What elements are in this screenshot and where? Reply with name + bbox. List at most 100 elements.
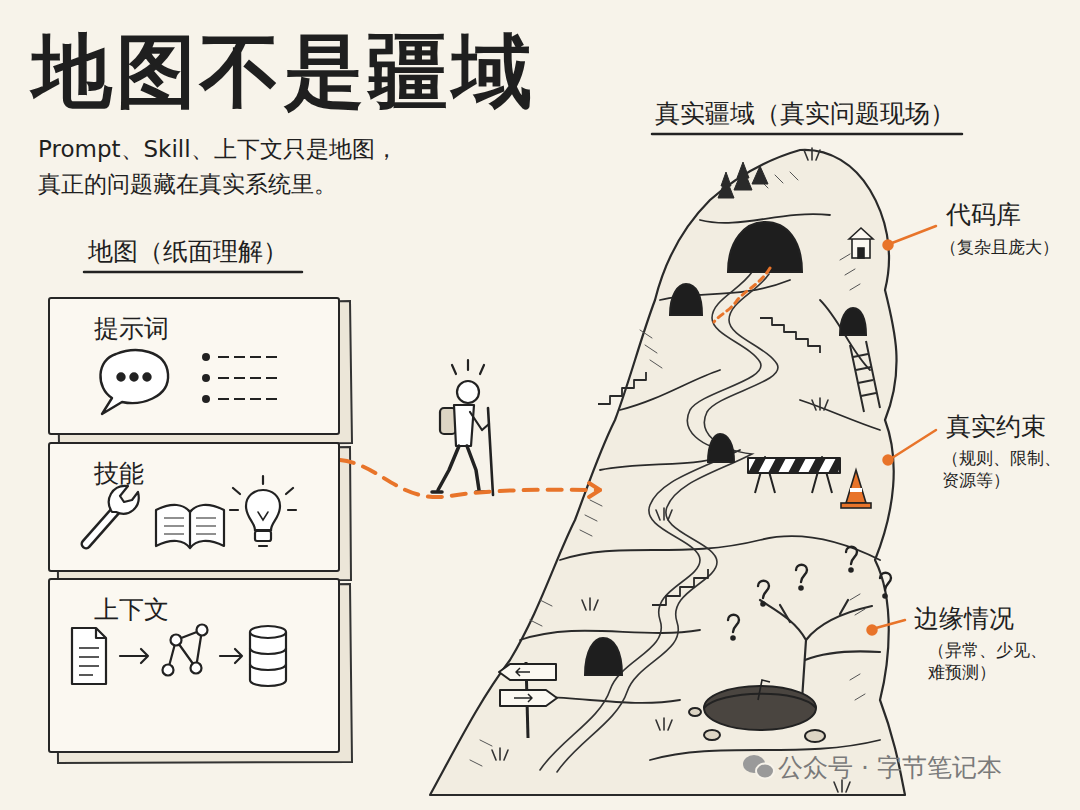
stairs-part bbox=[760, 318, 820, 353]
signpost bbox=[499, 662, 557, 738]
mountain-part-part bbox=[800, 400, 880, 430]
ladder-part bbox=[853, 354, 876, 396]
leader-line bbox=[868, 226, 937, 635]
book-icon-part bbox=[156, 505, 224, 548]
mountain bbox=[430, 150, 905, 795]
document-icon-part bbox=[72, 628, 106, 684]
arrow-head bbox=[589, 483, 600, 497]
book-icon bbox=[156, 505, 224, 548]
book-icon-part bbox=[164, 518, 216, 534]
question-mark-part-part bbox=[799, 586, 802, 589]
hiker-part bbox=[454, 405, 474, 446]
database-icon-part bbox=[250, 626, 286, 638]
grass-part bbox=[492, 748, 508, 760]
wrench-icon-part bbox=[86, 510, 116, 544]
heading-underline-part bbox=[652, 133, 962, 136]
question-mark-part-part bbox=[883, 594, 886, 597]
database-icon-part bbox=[250, 632, 286, 686]
speech-bubble-icon bbox=[100, 350, 168, 414]
question-mark-part-part bbox=[728, 615, 739, 632]
pine-tree-part bbox=[734, 162, 752, 190]
question-mark-part bbox=[880, 573, 891, 598]
heading-underline-part bbox=[84, 271, 302, 274]
traffic-cone-part bbox=[846, 470, 866, 503]
traffic-cone bbox=[841, 470, 871, 508]
hut-part bbox=[852, 238, 870, 258]
barrier-part bbox=[748, 458, 840, 473]
node-label: 提示词 bbox=[94, 313, 169, 344]
barrier-part bbox=[748, 458, 840, 473]
hiker-part bbox=[438, 446, 479, 490]
title-text: 地图不是疆域 bbox=[32, 26, 536, 118]
grass bbox=[492, 148, 850, 792]
tunnel-part bbox=[585, 638, 622, 675]
wrench-icon-part bbox=[109, 486, 139, 514]
pine-tree bbox=[718, 162, 768, 198]
mountain-part bbox=[470, 172, 865, 766]
hut bbox=[849, 228, 873, 258]
wechat-icon bbox=[743, 755, 774, 779]
mountain-part bbox=[500, 214, 880, 760]
stairs-part bbox=[598, 372, 646, 404]
wrench-icon-part bbox=[86, 510, 116, 544]
hut-part bbox=[858, 248, 864, 258]
tunnel-trail bbox=[714, 268, 770, 322]
question-mark-part-part bbox=[880, 573, 891, 590]
leader-line-part bbox=[892, 430, 936, 458]
crater-part bbox=[758, 680, 770, 700]
lightbulb-icon-part bbox=[246, 490, 280, 530]
speech-bubble-icon-part bbox=[100, 350, 168, 414]
speech-bubble-icon-part bbox=[144, 374, 151, 381]
callout-title: 代码库 bbox=[946, 199, 1021, 232]
lightbulb-icon-part bbox=[258, 512, 268, 520]
node-label: 真实疆域（真实问题现场） bbox=[655, 98, 955, 129]
map-card: 提示词 bbox=[48, 297, 340, 435]
question-mark bbox=[728, 547, 891, 640]
tunnel-part bbox=[708, 434, 734, 462]
territory-region: 真实疆域（真实问题现场） bbox=[600, 92, 1070, 792]
mountain-part-part bbox=[820, 300, 870, 370]
leader-line-part bbox=[884, 241, 893, 250]
leader-line-part bbox=[892, 226, 936, 243]
document-icon bbox=[72, 628, 106, 684]
ladder-part bbox=[850, 341, 880, 412]
network-icon-part bbox=[197, 625, 208, 636]
question-mark-part-part bbox=[758, 581, 769, 598]
flow-arrow-part bbox=[120, 649, 148, 663]
document-icon-part bbox=[79, 648, 99, 675]
hiker-part bbox=[470, 412, 489, 430]
mountain-part-part bbox=[470, 600, 552, 766]
mountain-part-part bbox=[620, 370, 720, 410]
network-icon bbox=[163, 625, 208, 676]
wrench-icon bbox=[86, 486, 139, 544]
grass-part bbox=[804, 148, 820, 160]
question-mark-part-part bbox=[796, 565, 807, 582]
crater-part bbox=[805, 730, 825, 742]
hiker-part bbox=[457, 381, 479, 403]
mountain-part bbox=[430, 150, 905, 795]
callout-note: （异常、少见、 难预测） bbox=[928, 639, 1060, 683]
ladder bbox=[850, 341, 880, 412]
bullet-list-icon-part bbox=[218, 357, 280, 399]
tunnel-part bbox=[728, 222, 802, 272]
network-icon-part bbox=[171, 635, 182, 646]
crater-part bbox=[704, 730, 720, 740]
grass-part bbox=[656, 718, 672, 730]
dead-tree-part bbox=[806, 606, 872, 640]
mountain-part-part bbox=[840, 254, 860, 290]
flow-arrow-part bbox=[220, 649, 242, 663]
callout-note: （复杂且庞大） bbox=[940, 236, 1059, 258]
hiker bbox=[432, 360, 493, 495]
mountain-part-part bbox=[640, 330, 662, 368]
speech-bubble-icon-part bbox=[131, 374, 138, 381]
lightbulb-icon-part bbox=[255, 531, 271, 541]
section-heading: 地图（纸面理解） bbox=[88, 236, 288, 269]
question-mark-part-part bbox=[731, 636, 734, 639]
bullet-list-icon bbox=[203, 354, 280, 402]
dead-tree-part bbox=[780, 600, 848, 622]
question-mark-part bbox=[796, 565, 807, 590]
dead-tree bbox=[760, 600, 880, 700]
database-icon bbox=[250, 626, 286, 686]
question-mark-part-part bbox=[849, 568, 852, 571]
question-mark-part-part bbox=[846, 547, 857, 564]
